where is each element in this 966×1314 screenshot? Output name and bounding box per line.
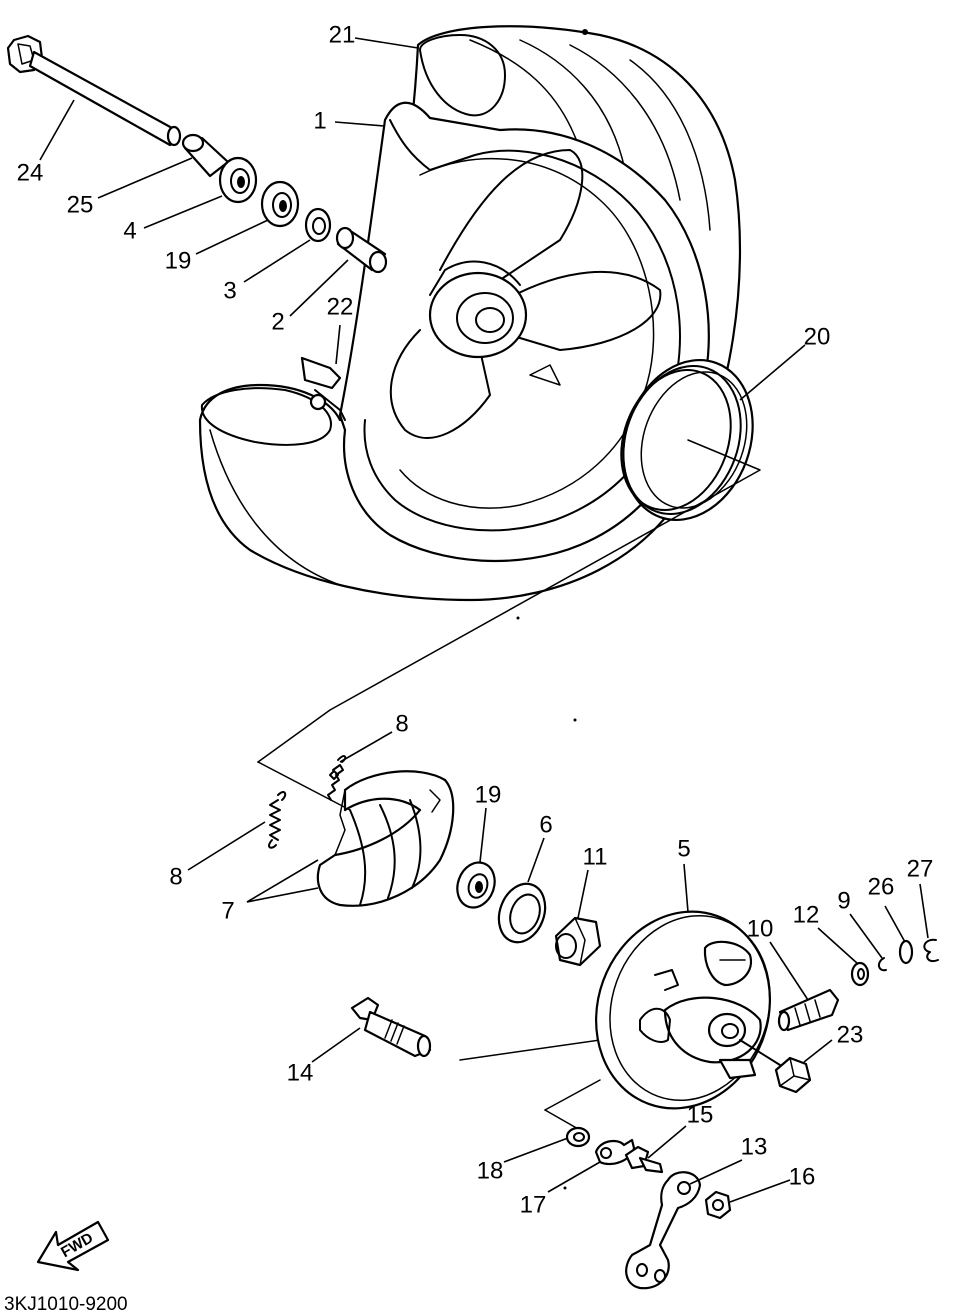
callout-5: 5: [677, 835, 690, 862]
washer-18: [565, 1126, 591, 1148]
circlip-9: [878, 957, 887, 972]
camshaft-lever: [625, 1171, 702, 1290]
callout-22: 22: [327, 293, 354, 320]
callout-11: 11: [583, 843, 608, 870]
washer-12: [850, 961, 870, 987]
leader-lines: [39, 37, 929, 1203]
callout-20: 20: [804, 323, 831, 350]
callout-13: 13: [741, 1133, 768, 1160]
brake-camshaft: [350, 996, 432, 1058]
wheel-assembly: [198, 25, 742, 602]
callout-27: 27: [907, 855, 934, 882]
callout-25: 25: [67, 191, 94, 218]
meter-gear: [777, 988, 840, 1032]
callout-6: 6: [539, 811, 552, 838]
brake-spring-upper: [327, 755, 347, 801]
valve: [300, 356, 342, 390]
callout-19-lower: 19: [475, 781, 502, 808]
callout-12: 12: [793, 901, 820, 928]
bearing-19-lower: [456, 861, 496, 909]
callout-labels: 21 1 24 25 4 19 3 2 22 20 8 8 7 19 6 11 …: [17, 21, 934, 1218]
nut-16: [704, 1190, 732, 1220]
callout-10: 10: [747, 915, 774, 942]
callout-18: 18: [477, 1157, 504, 1184]
meter-clutch: [554, 916, 602, 967]
callout-23: 23: [837, 1021, 864, 1048]
callout-9: 9: [837, 887, 850, 914]
callout-1: 1: [313, 107, 326, 134]
o-ring-26: [898, 939, 914, 965]
brake-spring-lower: [268, 791, 287, 849]
wear-indicator: [594, 1138, 636, 1166]
diagram-code: 3KJ1010-9200: [4, 1294, 128, 1314]
fwd-arrow-icon: FWD: [36, 1220, 110, 1272]
oil-seal-6: [497, 882, 547, 944]
callout-8-upper: 8: [395, 710, 408, 737]
brake-shoes: [316, 770, 455, 907]
callout-19-upper: 19: [165, 247, 192, 274]
callout-7: 7: [221, 897, 234, 924]
callout-16: 16: [789, 1163, 816, 1190]
brake-shoe-plate: [595, 910, 771, 1110]
callout-24: 24: [17, 159, 44, 186]
callout-21: 21: [329, 21, 356, 48]
callout-17: 17: [520, 1191, 547, 1218]
callout-26: 26: [868, 873, 895, 900]
axle-nut: [774, 1056, 812, 1094]
callout-14: 14: [287, 1059, 314, 1086]
clip-27: [923, 938, 939, 962]
callout-4: 4: [123, 217, 136, 244]
callout-15: 15: [687, 1101, 714, 1128]
oil-seal: [304, 207, 332, 243]
axle-parts: [6, 34, 388, 274]
callout-2: 2: [271, 308, 284, 335]
callout-3: 3: [223, 277, 236, 304]
axle-shaft: [28, 50, 180, 147]
callout-8-lower: 8: [169, 863, 182, 890]
bolt-15: [624, 1145, 664, 1174]
